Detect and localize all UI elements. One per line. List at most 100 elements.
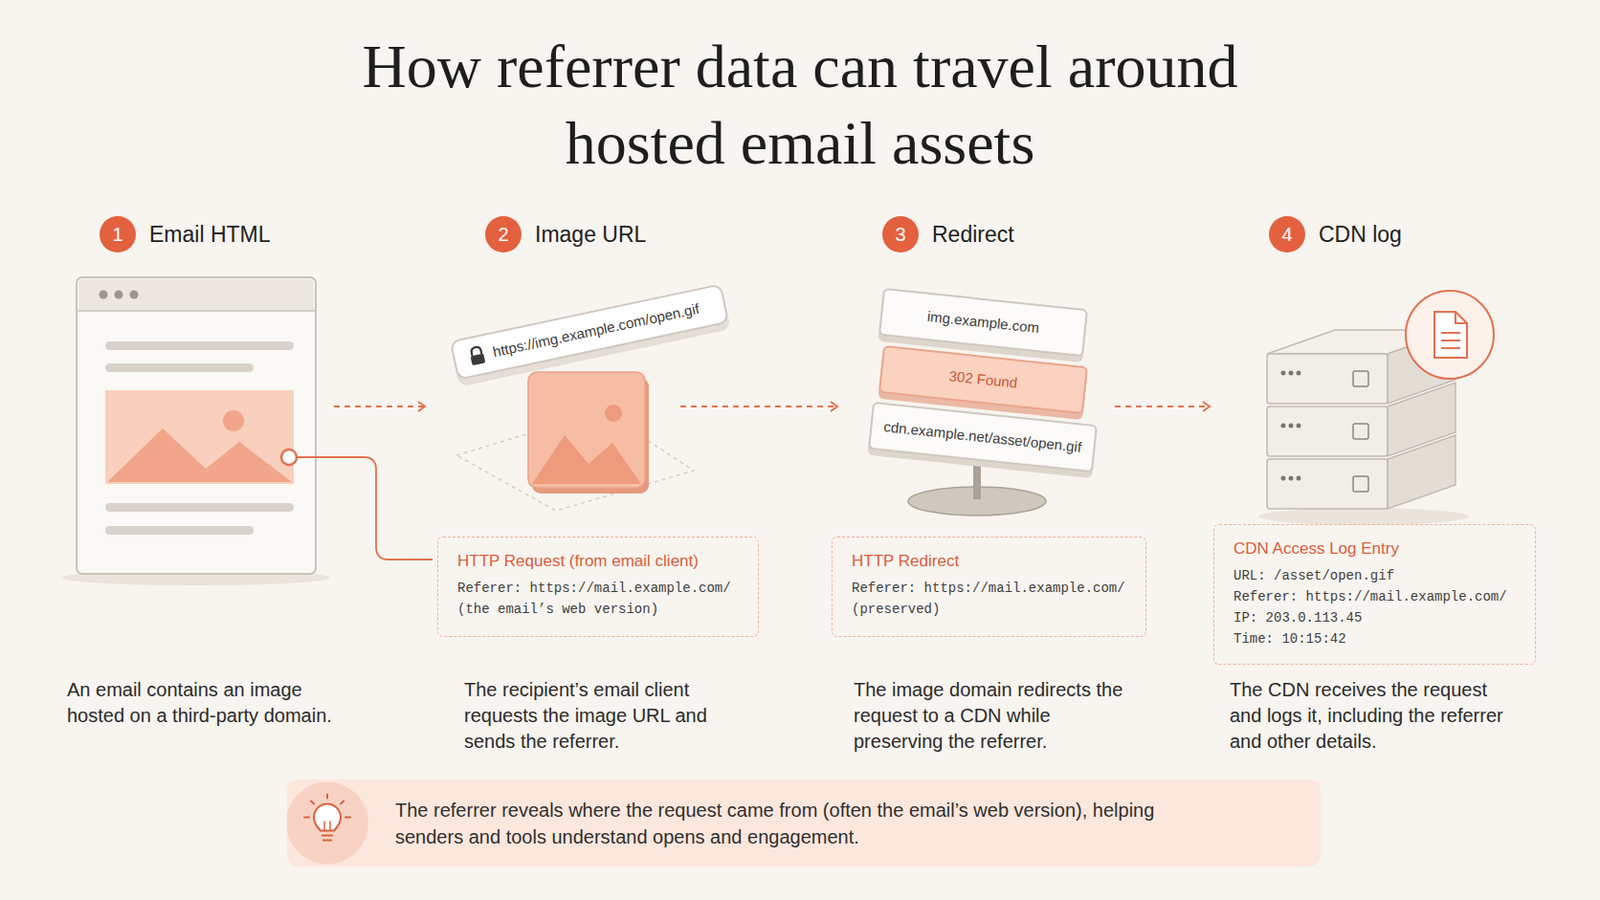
drawing-line [321, 835, 334, 838]
drawing-path [532, 435, 642, 485]
callout-line: IP: 203.0.113.45 [1233, 607, 1508, 629]
step-heading: Redirect [932, 221, 1015, 248]
drawing-line [340, 801, 344, 805]
step-number: 1 [99, 216, 136, 253]
callout-box: HTTP Request (from email client) Referer:… [437, 536, 759, 638]
drawing-line [77, 310, 315, 312]
drawing-polygon [1387, 435, 1456, 510]
drawing-rect [1266, 406, 1388, 457]
node-text: 3 [894, 224, 906, 245]
drawing-circle [114, 290, 124, 300]
drawing-line [345, 817, 351, 820]
text-group: 302 Found [947, 367, 1018, 392]
node-text: cdn.example.net/asset/open.gif [883, 418, 1083, 457]
callout-box: HTTP RedirectReferer: https://mail.examp… [831, 536, 1147, 638]
callout-line: (the email’s web version) [457, 599, 732, 621]
drawing-circle [1296, 423, 1302, 429]
node-text: img.example.com [926, 308, 1041, 337]
drawing-rect [1353, 371, 1369, 387]
node-text: 1 [111, 224, 123, 245]
drawing-line [326, 795, 329, 800]
drawing-line [311, 801, 314, 805]
drawing-path [1455, 311, 1467, 324]
callout-title: CDN Access Log Entry [1233, 538, 1508, 560]
step-heading: Email HTML [149, 221, 271, 248]
drawing-line [1441, 339, 1461, 342]
drawing-line [1441, 347, 1461, 350]
node-text: https://img.example.com/open.gif [490, 300, 701, 361]
redirect-band: 302 Found [877, 345, 1088, 415]
text-group: 3 [894, 224, 906, 245]
diagram-title: How referrer data can travel around host… [321, 28, 1279, 182]
text-group: CDN Access Log EntryURL: /asset/open.gif… [1233, 538, 1508, 650]
drawing-rect [528, 372, 645, 489]
step-number: 4 [1268, 216, 1306, 253]
node-text: The referrer reveals where the request c… [395, 797, 1190, 851]
callout-title: HTTP Redirect [851, 551, 1126, 573]
drawing-circle [1288, 423, 1294, 429]
drawing-rect [105, 390, 294, 485]
callout-line: Referer: https://mail.example.com/ [1233, 586, 1508, 608]
drawing-rect [470, 354, 487, 367]
leader-line [296, 457, 433, 560]
drawing-circle [1281, 371, 1287, 377]
drawing-line [322, 840, 333, 843]
log-badge [1405, 290, 1494, 379]
callout-line: Time: 10:15:42 [1233, 628, 1508, 650]
callout-title: HTTP Request (from email client) [457, 551, 732, 573]
text-group: https://img.example.com/open.gif [490, 300, 701, 361]
drawing-line [304, 817, 310, 820]
drawing-rect [105, 363, 254, 373]
drawing-ellipse [1258, 508, 1469, 526]
callout-line: (preserved) [851, 599, 1126, 621]
text-group: img.example.com [926, 308, 1041, 337]
text-group: The referrer reveals where the request c… [395, 797, 1190, 851]
drawing-circle [1281, 423, 1287, 429]
flow-arrow [1114, 405, 1210, 408]
drawing-rect [105, 526, 254, 535]
step-description: The CDN receives the request and logs it… [1229, 677, 1517, 756]
drawing-line [1441, 332, 1461, 334]
drawing-circle [1296, 476, 1302, 482]
drawing-rect [1353, 423, 1369, 440]
drawing-circle [1405, 290, 1494, 379]
drawing-path [324, 822, 331, 832]
drawing-circle [130, 290, 139, 300]
callout-line: Referer: https://mail.example.com/ [457, 577, 732, 600]
drawing-rect [76, 277, 316, 575]
drawing-rect [1266, 459, 1388, 510]
drawing-circle [1296, 371, 1302, 377]
step-number: 2 [485, 216, 522, 253]
drawing-path [78, 279, 314, 312]
flow-arrow [680, 405, 838, 408]
drawing-path [107, 428, 292, 483]
drawing-path [1434, 311, 1467, 358]
lock-icon [466, 343, 489, 369]
callout-line: Referer: https://mail.example.com/ [851, 577, 1126, 600]
drawing-circle [1288, 371, 1294, 377]
note-band: The referrer reveals where the request c… [287, 779, 1321, 867]
text-group: 4 [1281, 224, 1292, 245]
drawing-circle [287, 782, 369, 866]
drawing-circle [604, 404, 623, 423]
step-description: An email contains an image hosted on a t… [66, 677, 345, 730]
drawing-circle [1281, 476, 1287, 482]
image-tile [456, 372, 694, 512]
drawing-rect [105, 503, 294, 512]
redirect-band: img.example.com [877, 288, 1088, 357]
drawing-path [313, 804, 341, 832]
step-number: 3 [882, 216, 919, 253]
step-description: The image domain redirects the request t… [853, 677, 1127, 756]
drawing-rect [1353, 476, 1369, 492]
text-group: cdn.example.net/asset/open.gif [883, 418, 1083, 457]
drawing-circle [222, 410, 245, 432]
drawing-rect [973, 465, 981, 500]
marker-dot [281, 449, 297, 466]
step-heading: CDN log [1318, 221, 1402, 248]
drawing-rect [105, 341, 294, 351]
step-description: The recipient’s email client requests th… [464, 677, 742, 756]
text-group: 2 [497, 224, 509, 245]
callout-line: URL: /asset/open.gif [1233, 565, 1508, 587]
callout-box: CDN Access Log EntryURL: /asset/open.gif… [1213, 524, 1536, 666]
